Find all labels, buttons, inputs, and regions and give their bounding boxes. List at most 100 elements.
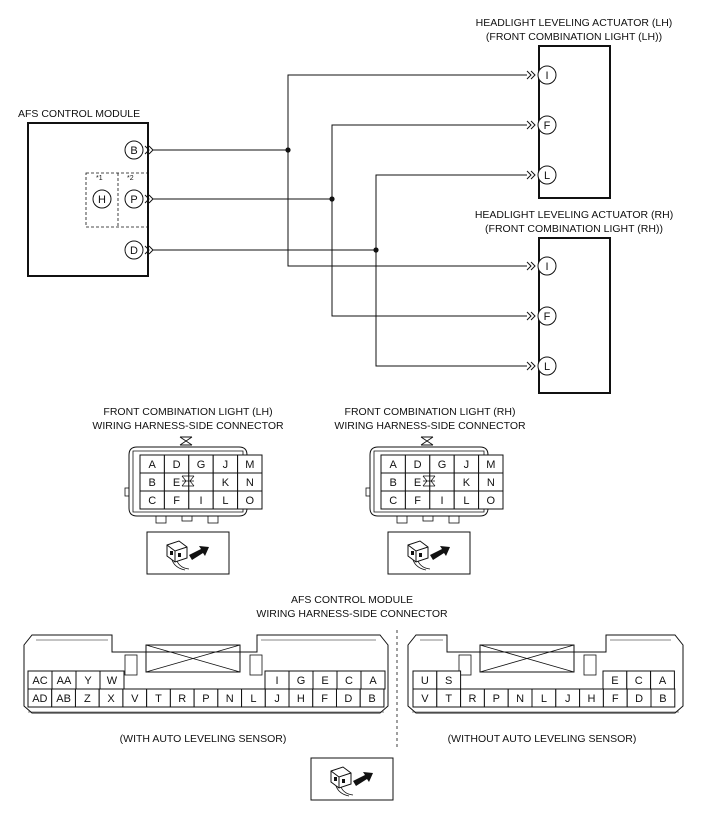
pin-o-cell <box>478 490 504 510</box>
variant-mark-2: *2 <box>127 175 134 182</box>
actuator-rh-pin-i: I <box>537 256 557 276</box>
pin-e-label: E <box>611 675 618 687</box>
pin-e-label: E <box>173 477 180 489</box>
pin-p-label: P <box>493 693 500 705</box>
actuator-lh-pin-f: F <box>537 115 557 135</box>
svg-text:D: D <box>130 245 138 257</box>
pin-o-label: O <box>487 495 496 507</box>
pin-n-label: N <box>246 477 254 489</box>
pin-c-label: C <box>635 675 643 687</box>
pin-d-label: D <box>414 459 422 471</box>
actuator-rh-pin-l: L <box>537 356 557 376</box>
variant-mark-1: *1 <box>96 175 103 182</box>
pin-c-label: C <box>389 495 397 507</box>
afs-pin-b: B <box>124 140 144 160</box>
pin-b-cell <box>650 688 676 708</box>
connector-lh-title-2: WIRING HARNESS-SIDE CONNECTOR <box>92 420 284 432</box>
pin-s-label: S <box>445 675 452 687</box>
pin-r-label: R <box>469 693 477 705</box>
polarity-key-icon <box>181 475 195 487</box>
svg-text:L: L <box>544 170 550 182</box>
afs-variant-frame <box>85 172 149 228</box>
splice-b <box>285 147 291 153</box>
pin-o-cell <box>237 490 263 510</box>
pin-w-label: W <box>107 675 118 687</box>
polarity-key-icon <box>422 475 436 487</box>
pin-a-label: A <box>390 459 398 471</box>
pin-c-label: C <box>148 495 156 507</box>
pin-u-label: U <box>421 675 429 687</box>
pin-b-label: B <box>368 693 375 705</box>
svg-text:F: F <box>544 311 551 323</box>
connector-lh-title-1: FRONT COMBINATION LIGHT (LH) <box>103 406 272 418</box>
actuator-rh-pin-f: F <box>537 306 557 326</box>
pin-o-label: O <box>246 495 255 507</box>
pin-f-label: F <box>173 495 180 507</box>
afs-pin-d: D <box>124 240 144 260</box>
pin-x-label: X <box>107 693 115 705</box>
pin-f-label: F <box>612 693 619 705</box>
pin-aa-label: AA <box>57 675 72 687</box>
svg-text:B: B <box>130 145 137 157</box>
pin-b-label: B <box>149 477 156 489</box>
connector-lh-view-icon <box>146 531 230 575</box>
pin-l-label: L <box>463 495 469 507</box>
pin-ad-label: AD <box>32 693 47 705</box>
pin-i-label: I <box>440 495 443 507</box>
pin-k-label: K <box>222 477 230 489</box>
pin-d-label: D <box>635 693 643 705</box>
pin-b-label: B <box>659 693 666 705</box>
pin-t-label: T <box>155 693 162 705</box>
connector-rh-title-2: WIRING HARNESS-SIDE CONNECTOR <box>334 420 526 432</box>
afs-connector-view-icon <box>310 757 394 801</box>
pin-n-label: N <box>226 693 234 705</box>
pin-z-label: Z <box>84 693 91 705</box>
wire-p-to-f <box>153 124 527 317</box>
pin-l-label: L <box>541 693 547 705</box>
pin-v-label: V <box>131 693 139 705</box>
pin-j-label: J <box>274 693 280 705</box>
actuator-lh-pin-i: I <box>537 65 557 85</box>
pin-j-label: J <box>223 459 229 471</box>
actuator-rh-title-1: HEADLIGHT LEVELING ACTUATOR (RH) <box>475 209 673 221</box>
pin-g-label: G <box>438 459 447 471</box>
svg-text:I: I <box>545 261 548 273</box>
pin-a-label: A <box>149 459 157 471</box>
splice-p <box>329 196 335 202</box>
pin-j-label: J <box>464 459 470 471</box>
pin-f-label: F <box>321 693 328 705</box>
pin-b-label: B <box>390 477 397 489</box>
pin-d-label: D <box>173 459 181 471</box>
pin-k-label: K <box>463 477 471 489</box>
svg-text:I: I <box>545 70 548 82</box>
pin-i-label: I <box>275 675 278 687</box>
wire-d-to-l <box>153 174 527 367</box>
pin-n-label: N <box>487 477 495 489</box>
afs-pin-h: H <box>92 189 112 209</box>
afs-module-title: AFS CONTROL MODULE <box>18 108 140 120</box>
pin-y-label: Y <box>84 675 92 687</box>
pin-a-label: A <box>369 675 377 687</box>
pin-e-label: E <box>414 477 421 489</box>
connector-rh-view-icon <box>387 531 471 575</box>
pin-n-label: N <box>516 693 524 705</box>
splice-d <box>373 247 379 253</box>
pin-l-label: L <box>250 693 256 705</box>
pin-v-label: V <box>421 693 429 705</box>
pin-ab-label: AB <box>56 693 71 705</box>
actuator-lh-title-2: (FRONT COMBINATION LIGHT (LH)) <box>486 31 662 43</box>
pin-h-label: H <box>297 693 305 705</box>
pin-m-label: M <box>245 459 254 471</box>
pin-d-label: D <box>344 693 352 705</box>
afs-pin-p: P <box>124 189 144 209</box>
pin-i-label: I <box>199 495 202 507</box>
actuator-lh-pin-l: L <box>537 165 557 185</box>
svg-text:F: F <box>544 120 551 132</box>
caption-with-sensor: (WITH AUTO LEVELING SENSOR) <box>120 733 287 745</box>
caption-without-sensor: (WITHOUT AUTO LEVELING SENSOR) <box>448 733 637 745</box>
pin-h-label: H <box>588 693 596 705</box>
afs-connector-title-2: WIRING HARNESS-SIDE CONNECTOR <box>256 608 448 620</box>
